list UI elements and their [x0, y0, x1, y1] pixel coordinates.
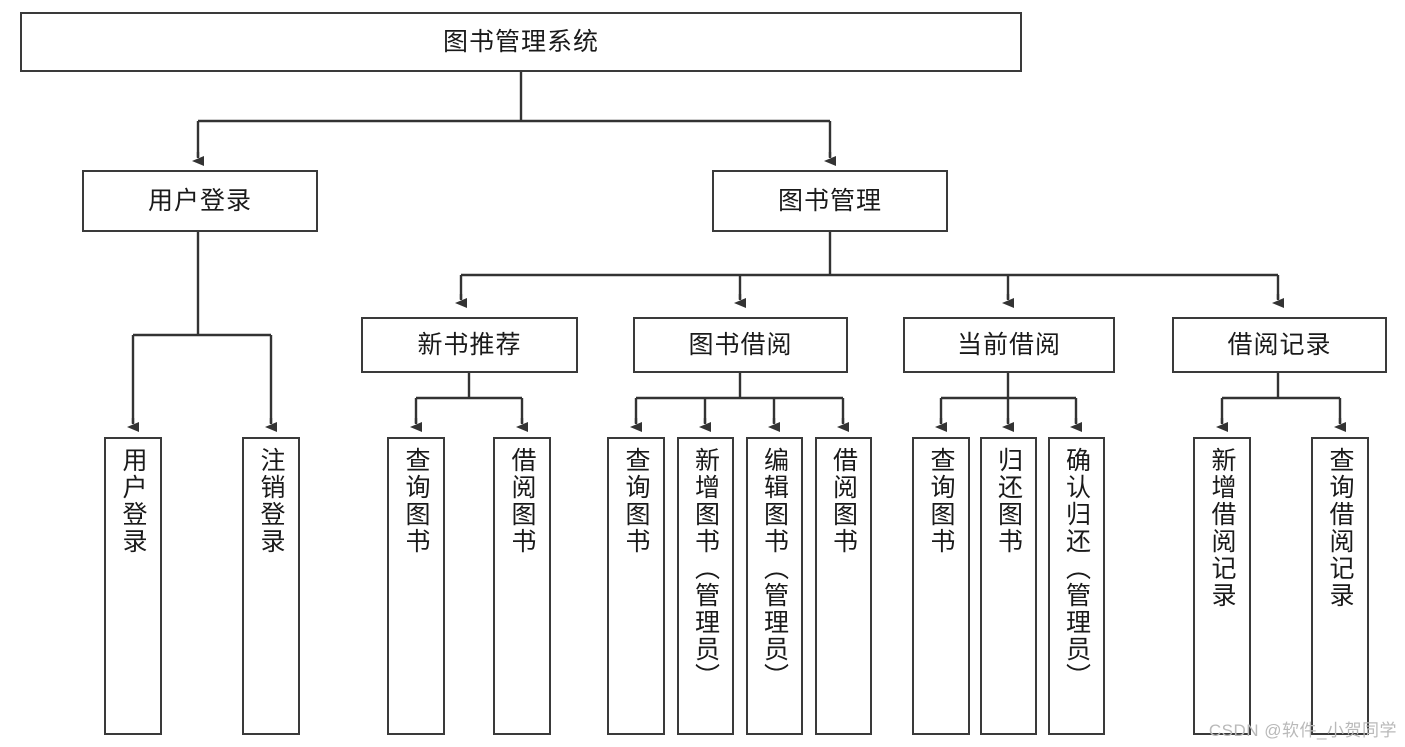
- leaf-current-borrow-return-book[interactable]: 归还图书: [980, 437, 1037, 735]
- leaf-label: 编辑图书（管理员）: [760, 447, 789, 690]
- leaf-book-borrow-edit-book-admin[interactable]: 编辑图书（管理员）: [746, 437, 803, 735]
- leaf-book-borrow-add-book-admin[interactable]: 新增图书（管理员）: [677, 437, 734, 735]
- csdn-watermark: CSDN @软件_小贺同学: [1208, 721, 1397, 740]
- node-user-login[interactable]: 用户登录: [82, 170, 318, 232]
- leaf-label: 新增图书（管理员）: [691, 447, 720, 690]
- node-label: 当前借阅: [956, 330, 1061, 359]
- node-book-borrow[interactable]: 图书借阅: [633, 317, 848, 373]
- leaf-label: 借阅图书: [508, 447, 536, 555]
- node-label: 用户登录: [147, 186, 252, 215]
- node-root-book-management-system[interactable]: 图书管理系统: [20, 12, 1022, 72]
- leaf-user-login-login[interactable]: 用户登录: [104, 437, 162, 735]
- node-label: 借阅记录: [1227, 330, 1332, 359]
- leaf-current-borrow-query-book[interactable]: 查询图书: [912, 437, 970, 735]
- leaf-label: 注销登录: [257, 447, 285, 555]
- leaf-label: 归还图书: [994, 447, 1023, 555]
- leaf-label: 查询图书: [402, 447, 430, 555]
- leaf-current-borrow-confirm-return-admin[interactable]: 确认归还（管理员）: [1048, 437, 1105, 735]
- leaf-label: 用户登录: [119, 447, 147, 555]
- leaf-book-borrow-query-book[interactable]: 查询图书: [607, 437, 665, 735]
- node-label: 图书借阅: [688, 330, 793, 359]
- node-borrow-record[interactable]: 借阅记录: [1172, 317, 1387, 373]
- leaf-label: 查询图书: [622, 447, 650, 555]
- node-new-book-recommend[interactable]: 新书推荐: [361, 317, 578, 373]
- node-label: 新书推荐: [417, 330, 522, 359]
- node-book-management[interactable]: 图书管理: [712, 170, 948, 232]
- leaf-user-login-logout[interactable]: 注销登录: [242, 437, 300, 735]
- node-current-borrow[interactable]: 当前借阅: [903, 317, 1115, 373]
- leaf-label: 查询借阅记录: [1326, 447, 1354, 609]
- leaf-book-borrow-borrow-book[interactable]: 借阅图书: [815, 437, 872, 735]
- leaf-label: 查询图书: [927, 447, 955, 555]
- leaf-new-book-query-book[interactable]: 查询图书: [387, 437, 445, 735]
- node-label: 图书管理系统: [442, 27, 599, 56]
- leaf-borrow-record-add-record[interactable]: 新增借阅记录: [1193, 437, 1251, 735]
- leaf-label: 新增借阅记录: [1208, 447, 1236, 609]
- leaf-label: 确认归还（管理员）: [1062, 447, 1091, 690]
- node-label: 图书管理: [777, 186, 882, 215]
- leaf-new-book-borrow-book[interactable]: 借阅图书: [493, 437, 551, 735]
- leaf-label: 借阅图书: [829, 447, 858, 555]
- leaf-borrow-record-query-record[interactable]: 查询借阅记录: [1311, 437, 1369, 735]
